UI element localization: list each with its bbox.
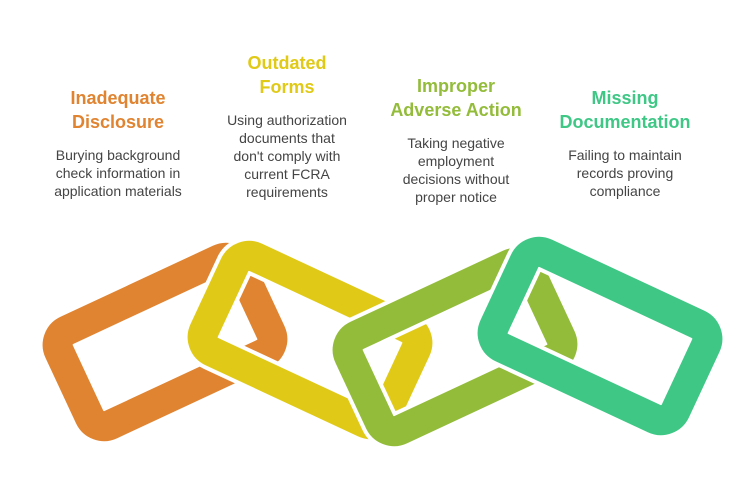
desc-line: Using authorization [227, 112, 347, 128]
desc-line: current FCRA [244, 166, 330, 182]
desc-line: proper notice [415, 189, 497, 205]
title-line: Forms [259, 77, 315, 97]
desc-line: records proving [576, 165, 674, 181]
item-title: Improper Adverse Action [371, 74, 541, 122]
desc-line: Failing to maintain [568, 147, 682, 163]
item-description: Burying background check information in … [33, 146, 203, 200]
item-inadequate-disclosure: Inadequate Disclosure Burying background… [33, 86, 203, 200]
chain-link-missing-documentation [473, 232, 727, 440]
item-missing-documentation: Missing Documentation Failing to maintai… [540, 86, 710, 200]
desc-line: employment [417, 153, 495, 169]
title-line: Outdated [247, 53, 327, 73]
title-line: Documentation [559, 112, 691, 132]
item-description: Failing to maintain records proving comp… [540, 146, 710, 200]
chain-link-inadequate-disclosure [38, 238, 292, 446]
title-line: Adverse Action [390, 100, 522, 120]
desc-line: requirements [246, 184, 328, 200]
desc-line: compliance [589, 183, 661, 199]
item-description: Taking negative employment decisions wit… [371, 134, 541, 206]
item-title: Missing Documentation [540, 86, 710, 134]
item-title: Inadequate Disclosure [33, 86, 203, 134]
item-outdated-forms: Outdated Forms Using authorization docum… [202, 51, 372, 201]
title-line: Missing [591, 88, 659, 108]
desc-line: don't comply with [233, 148, 341, 164]
title-line: Improper [416, 76, 495, 96]
title-line: Disclosure [71, 112, 165, 132]
desc-line: Taking negative [407, 135, 505, 151]
chain-link-outdated-forms [183, 236, 437, 444]
desc-line: application materials [54, 183, 182, 199]
item-improper-adverse-action: Improper Adverse Action Taking negative … [371, 74, 541, 206]
desc-line: check information in [55, 165, 181, 181]
desc-line: documents that [239, 130, 335, 146]
title-line: Inadequate [70, 88, 166, 108]
chain-link-improper-adverse-action [328, 243, 582, 451]
desc-line: Burying background [55, 147, 181, 163]
item-title: Outdated Forms [202, 51, 372, 99]
desc-line: decisions without [402, 171, 510, 187]
item-description: Using authorization documents that don't… [202, 111, 372, 201]
